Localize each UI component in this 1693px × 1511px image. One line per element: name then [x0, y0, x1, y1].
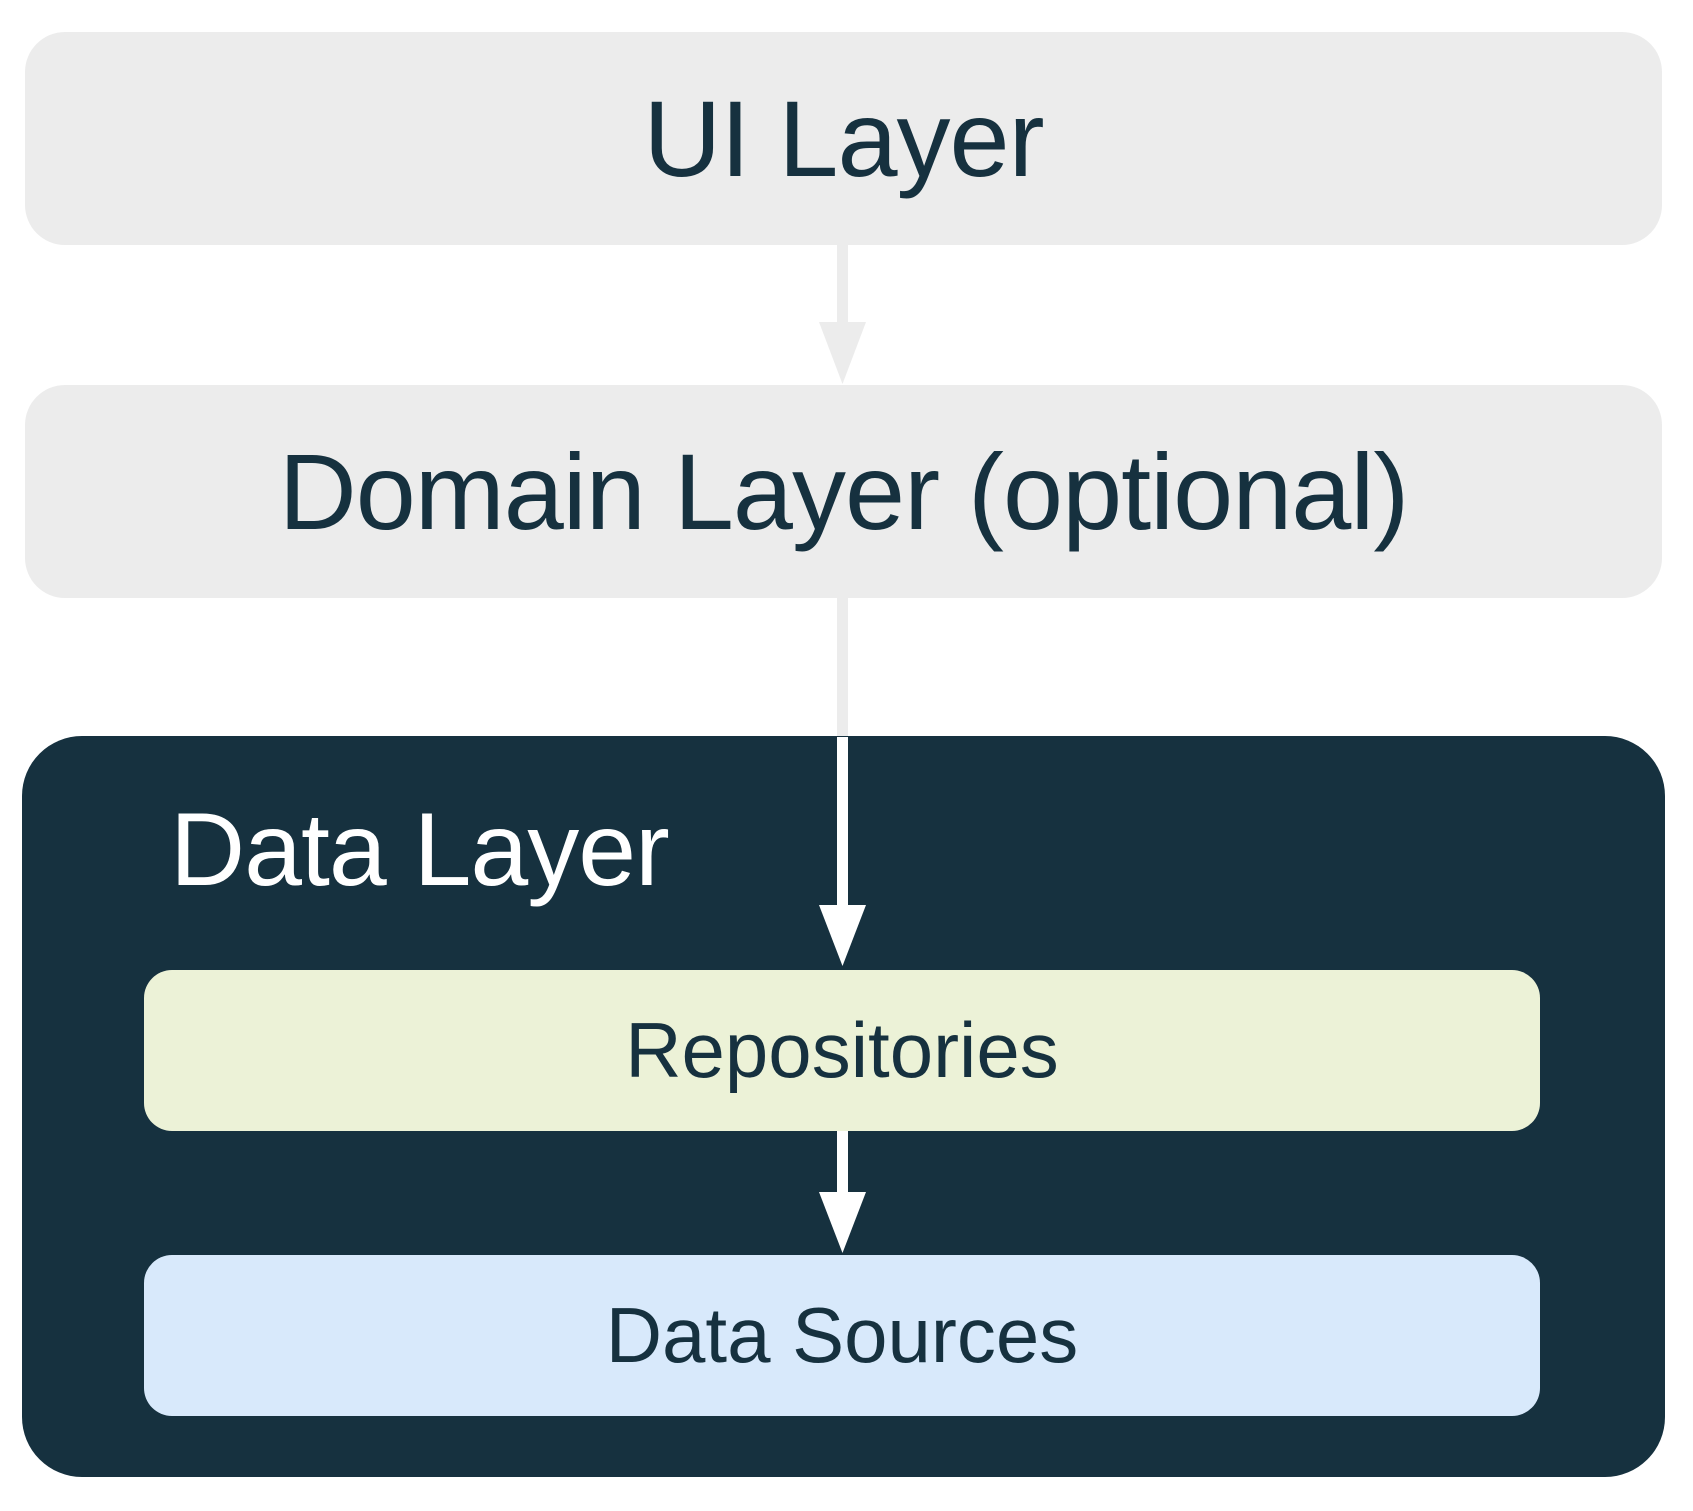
- arrow-ui-to-domain-line: [837, 245, 848, 323]
- ui-layer-label: UI Layer: [643, 78, 1044, 199]
- arrow-ui-to-domain-head: [819, 322, 866, 384]
- arrow-domain-to-repositories-gray-segment: [837, 598, 848, 737]
- data-layer-label: Data Layer: [170, 791, 670, 908]
- arrow-domain-to-repositories-head: [819, 905, 866, 966]
- data-sources-box: Data Sources: [144, 1255, 1540, 1416]
- domain-layer-box: Domain Layer (optional): [25, 385, 1662, 598]
- arrow-repositories-to-data-sources-line: [837, 1131, 848, 1193]
- arrow-repositories-to-data-sources-head: [819, 1192, 866, 1253]
- repositories-label: Repositories: [625, 1006, 1059, 1094]
- domain-layer-label: Domain Layer (optional): [278, 431, 1410, 552]
- repositories-box: Repositories: [144, 970, 1540, 1131]
- arrow-domain-to-repositories-line: [837, 737, 848, 906]
- data-sources-label: Data Sources: [605, 1291, 1079, 1379]
- arrow-ui-to-domain: [819, 245, 866, 384]
- arrow-domain-to-repositories-white-segment: [819, 737, 866, 966]
- arrow-repositories-to-data-sources: [819, 1131, 866, 1253]
- ui-layer-box: UI Layer: [25, 32, 1662, 245]
